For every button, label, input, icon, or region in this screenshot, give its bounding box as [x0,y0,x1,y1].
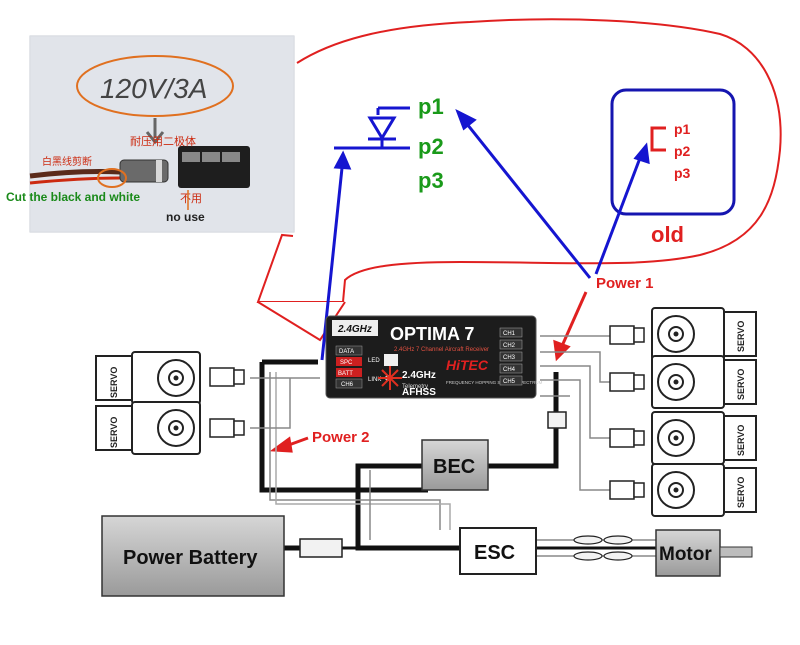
pin-p3: p3 [418,168,444,193]
bec-label: BEC [433,456,475,478]
rx-channel-4: CH5 [503,379,516,385]
old-label: old [651,222,684,247]
old-box [610,88,736,216]
servo-right-4-label: SERVO [736,477,746,508]
receiver-link: LINK [368,377,381,383]
chinese-note-top: 耐压用二极体 [130,134,196,148]
servo-left-2: SERVO [95,401,245,455]
old-p3: p3 [674,165,691,181]
bec-connector [547,411,567,429]
led-window [384,354,398,366]
rating-note: 120V/3A [100,73,207,104]
old-p1: p1 [674,121,691,137]
rx-left-label-0: DATA [339,349,354,355]
old-bracket [650,126,666,152]
motor-label: Motor [659,544,712,565]
pin-p1: p1 [418,94,444,119]
servo-left-1-label: SERVO [109,367,119,398]
servo-right-1: SERVO [609,307,757,361]
rx-channel-1: CH2 [503,343,516,349]
wiring [250,335,660,557]
servo-right-2-label: SERVO [736,369,746,400]
receiver-afhss: AFHSS [402,387,436,398]
receiver-badge: 2.4GHz [337,324,372,335]
battery-label: Power Battery [123,547,258,569]
rx-channel-3: CH4 [503,367,516,373]
receiver-brand: OPTIMA 7 [390,324,474,344]
photo-inset: 120V/3A 耐压用二极体 白黑线剪断 不用 Cut the black an… [6,35,295,233]
motor-shaft [719,546,753,558]
pin-p2: p2 [418,134,444,159]
battery-connector [299,538,343,558]
battery-box [101,515,285,597]
power2-label: Power 2 [312,429,370,446]
caption-no-use: no use [166,210,205,224]
blue-arrows [320,108,650,361]
receiver-starburst [378,366,402,390]
receiver-band: 2.4GHz [402,370,436,381]
old-p2: p2 [674,143,691,159]
receiver-maker: HiTEC [446,357,489,373]
receiver-telemetry: Telemetry [402,384,428,390]
receiver: 2.4GHz OPTIMA 7 2.4GHz 7 Channel Aircraf… [325,315,543,399]
red-loop-outline [256,18,782,303]
servo-right-4: SERVO [609,463,757,517]
rx-left-label-1: SPC [340,360,353,366]
servo-left-1: SERVO [95,351,245,405]
rx-channel-2: CH3 [503,355,516,361]
motor-connectors [573,535,633,561]
receiver-subtitle: 2.4GHz 7 Channel Aircraft Receiver [394,347,489,353]
rx-channel-0: CH1 [503,331,516,337]
red-arrows [269,291,588,453]
esc-label: ESC [474,542,515,564]
servo-right-2: SERVO [609,355,757,409]
diode-symbol [334,106,410,150]
chinese-note-bottom: 不用 [180,193,202,205]
chinese-note-left: 白黑线剪断 [42,155,92,168]
rx-left-label-3: CH6 [341,382,354,388]
power1-label: Power 1 [596,275,654,292]
rx-left-label-2: BATT [338,371,353,377]
esc-box [459,527,537,575]
servo-right-3: SERVO [609,411,757,465]
receiver-led: LED [368,358,380,364]
caption-cut: Cut the black and white [6,190,140,204]
receiver-spread: FREQUENCY HOPPING SPREAD SPECTRUM [446,380,543,385]
servo-right-3-label: SERVO [736,425,746,456]
bec-box [421,439,489,491]
servo-right-1-label: SERVO [736,321,746,352]
red-arrow-head [257,301,346,342]
servo-left-2-label: SERVO [109,417,119,448]
